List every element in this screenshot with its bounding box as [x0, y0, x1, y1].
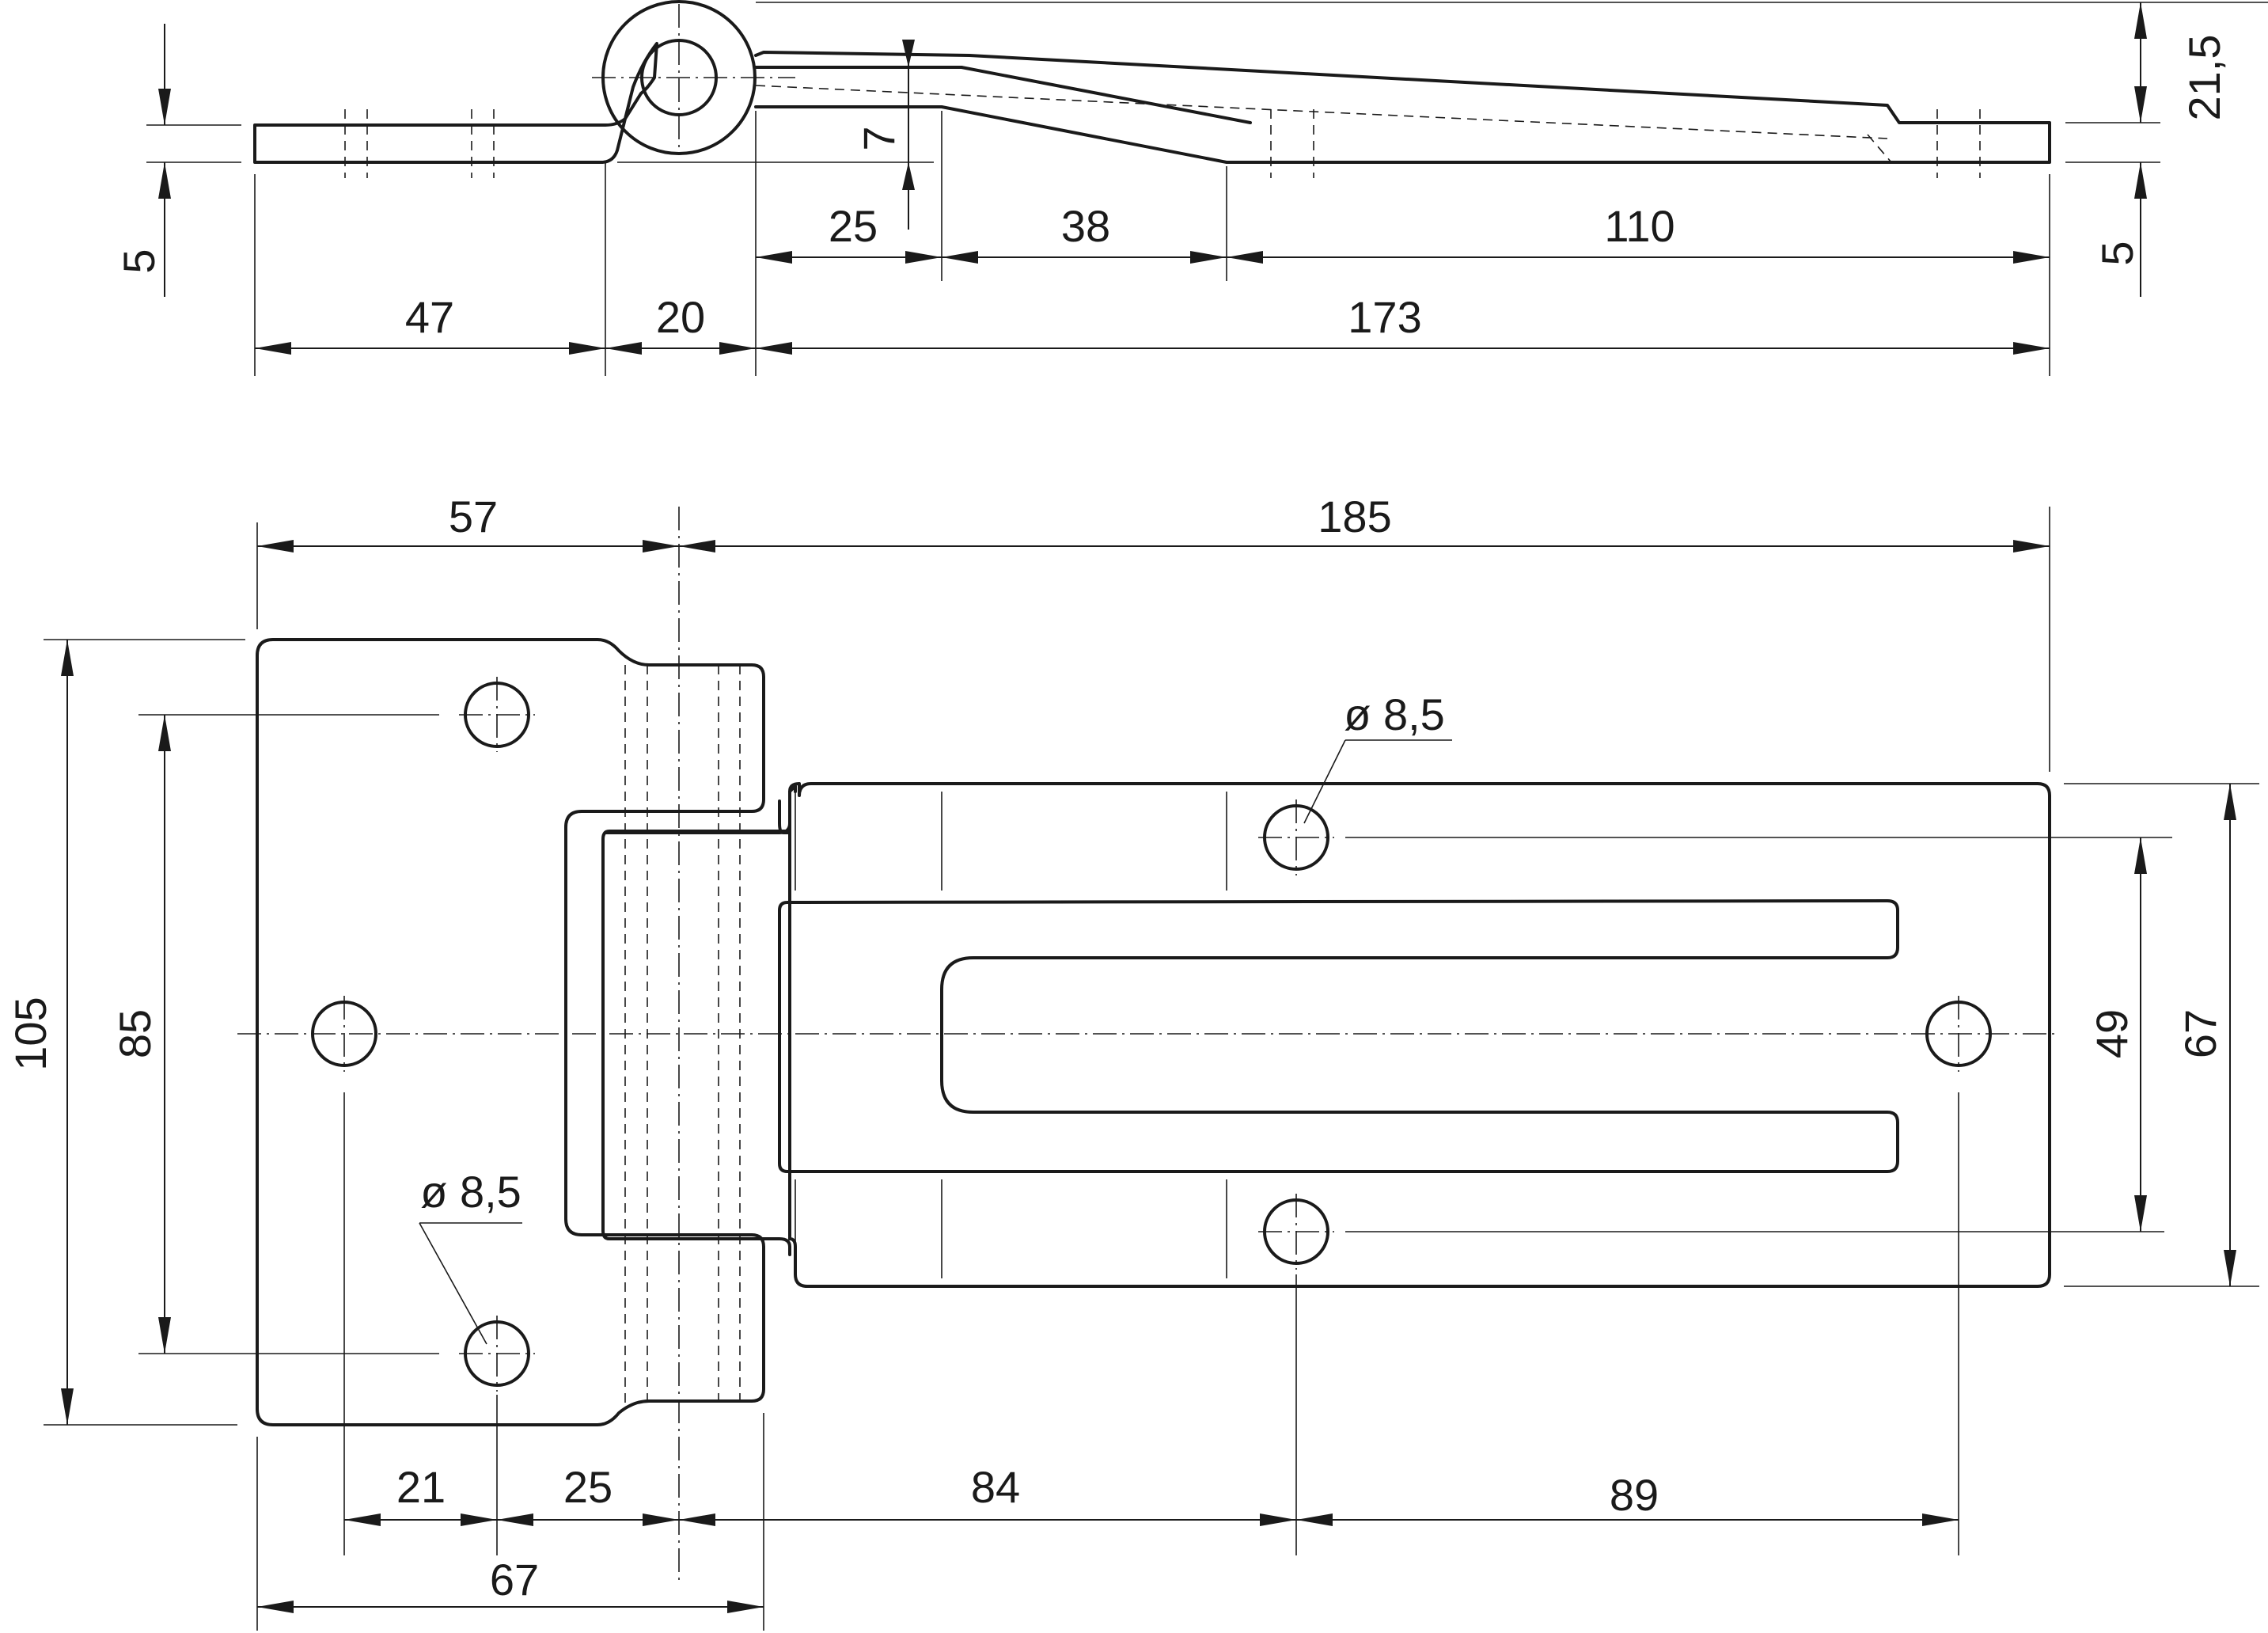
side-left-leaf	[253, 42, 658, 164]
dim-top-57-label: 57	[449, 492, 498, 541]
dim-side-173-label: 173	[1348, 292, 1421, 342]
top-hidden-knuckle	[624, 665, 741, 1405]
side-view: 5 21,5 5 7	[114, 0, 2268, 376]
dim-top-row: 57 185	[257, 492, 2050, 553]
dim-bottom-67: 67	[257, 1555, 764, 1613]
dim-bottom-25-label: 25	[563, 1462, 613, 1512]
dim-side-row-lower: 47 20 173	[255, 292, 2050, 355]
dim-top-185-label: 185	[1318, 492, 1391, 541]
dim-side-5-right-label: 5	[2092, 241, 2142, 265]
dim-side-row-upper: 25 38 110	[756, 201, 2050, 264]
side-extension-lines	[146, 111, 2160, 376]
dim-side-25-label: 25	[829, 201, 878, 251]
top-knuckle-channel	[604, 784, 797, 834]
dim-top-49: 49	[2087, 837, 2147, 1232]
side-right-leaf	[754, 51, 2051, 164]
dim-top-105-label: 105	[6, 997, 55, 1070]
leader-hole-left: ø 8,5	[419, 1167, 522, 1345]
dim-side-21-5: 21,5	[2134, 2, 2229, 123]
top-stiffener-lines	[795, 792, 1227, 1278]
side-hidden-end	[1867, 134, 1892, 163]
dim-side-5-left: 5	[114, 24, 171, 297]
dim-top-49-label: 49	[2087, 1009, 2137, 1058]
dim-top-105: 105	[6, 640, 74, 1425]
dim-side-110-label: 110	[1604, 201, 1674, 251]
dim-top-85: 85	[110, 715, 171, 1354]
top-inner-channel	[601, 830, 791, 1256]
side-hidden-leaf	[755, 85, 1888, 139]
top-right-leaf-notch	[778, 799, 791, 834]
leader-hole-right-label: ø 8,5	[1344, 689, 1445, 739]
dim-side-7: 7	[854, 40, 915, 230]
dim-bottom-89-label: 89	[1610, 1470, 1659, 1520]
top-right-leaf	[788, 782, 2051, 1288]
dim-side-47-label: 47	[405, 292, 454, 342]
side-leaf-slope-inner	[960, 66, 1252, 124]
dim-side-21-5-label: 21,5	[2179, 35, 2229, 121]
dim-top-85-label: 85	[110, 1009, 160, 1058]
dim-bottom-84-label: 84	[971, 1462, 1020, 1512]
dim-side-5-right: 5	[2092, 162, 2147, 297]
dim-bottom-row: 21 25 84 89	[344, 1462, 1959, 1526]
top-left-leaf	[256, 638, 765, 1426]
leader-hole-left-label: ø 8,5	[420, 1167, 521, 1217]
dim-side-7-label: 7	[854, 126, 904, 150]
dim-side-38-label: 38	[1061, 201, 1110, 251]
top-extension-lines	[44, 507, 2259, 1631]
dim-top-67-vertical: 67	[2175, 784, 2236, 1286]
top-raised-panel	[778, 899, 1899, 1173]
dim-bottom-21-label: 21	[396, 1462, 446, 1512]
side-hidden-holes	[344, 109, 1981, 178]
top-view: 57 185 105 85 49 67	[6, 492, 2259, 1631]
dim-side-5-left-label: 5	[114, 249, 164, 273]
top-centerlines	[237, 507, 2058, 1583]
dim-side-20-label: 20	[656, 292, 705, 342]
dim-top-67-vertical-label: 67	[2175, 1009, 2225, 1058]
leader-hole-right: ø 8,5	[1303, 689, 1452, 824]
dim-bottom-67-label: 67	[490, 1555, 539, 1605]
